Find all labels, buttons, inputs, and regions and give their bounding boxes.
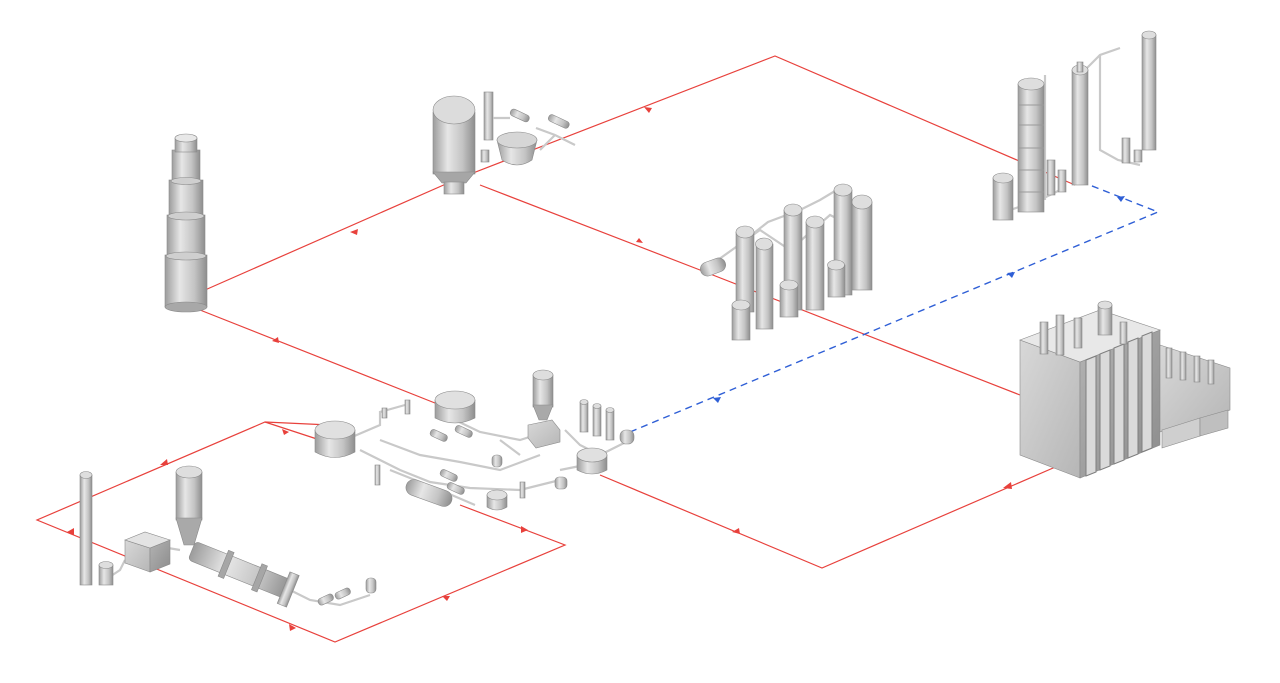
recycle-arrow	[1117, 196, 1125, 202]
flow-arrow	[67, 528, 74, 535]
flow-segment	[599, 464, 1061, 569]
main-flow-lines	[35, 55, 1076, 643]
flow-arrow	[442, 596, 450, 601]
recycle-segment	[629, 181, 1160, 433]
flow-arrow	[636, 238, 643, 243]
reformer-furnace-icon	[1019, 300, 1231, 479]
stack-tower-icon	[164, 133, 208, 313]
flow-arrow	[1003, 482, 1012, 489]
vertical-vessel-icon	[432, 91, 576, 195]
flow-arrow	[272, 337, 279, 343]
flow-segment	[35, 421, 567, 643]
flow-arrow	[282, 429, 289, 435]
recycle-flow-line	[629, 181, 1160, 433]
flow-segment	[479, 184, 1021, 396]
flow-arrow	[644, 107, 652, 113]
tank-pump-hub-icon	[314, 369, 635, 511]
recycle-arrow	[713, 397, 721, 403]
rotary-kiln-icon	[79, 465, 377, 608]
flow-segment	[204, 55, 1076, 291]
flow-arrow	[350, 229, 358, 235]
flow-arrow	[521, 526, 528, 533]
distillation-columns-icon	[700, 183, 873, 341]
flow-arrow	[289, 624, 296, 631]
recycle-arrow	[1007, 272, 1015, 278]
flow-arrow	[732, 528, 740, 534]
flow-segment	[264, 421, 321, 441]
column-train-icon	[992, 30, 1157, 221]
main-flow-arrows	[67, 107, 1012, 631]
flow-segment	[199, 309, 441, 406]
flow-arrow	[160, 459, 168, 465]
